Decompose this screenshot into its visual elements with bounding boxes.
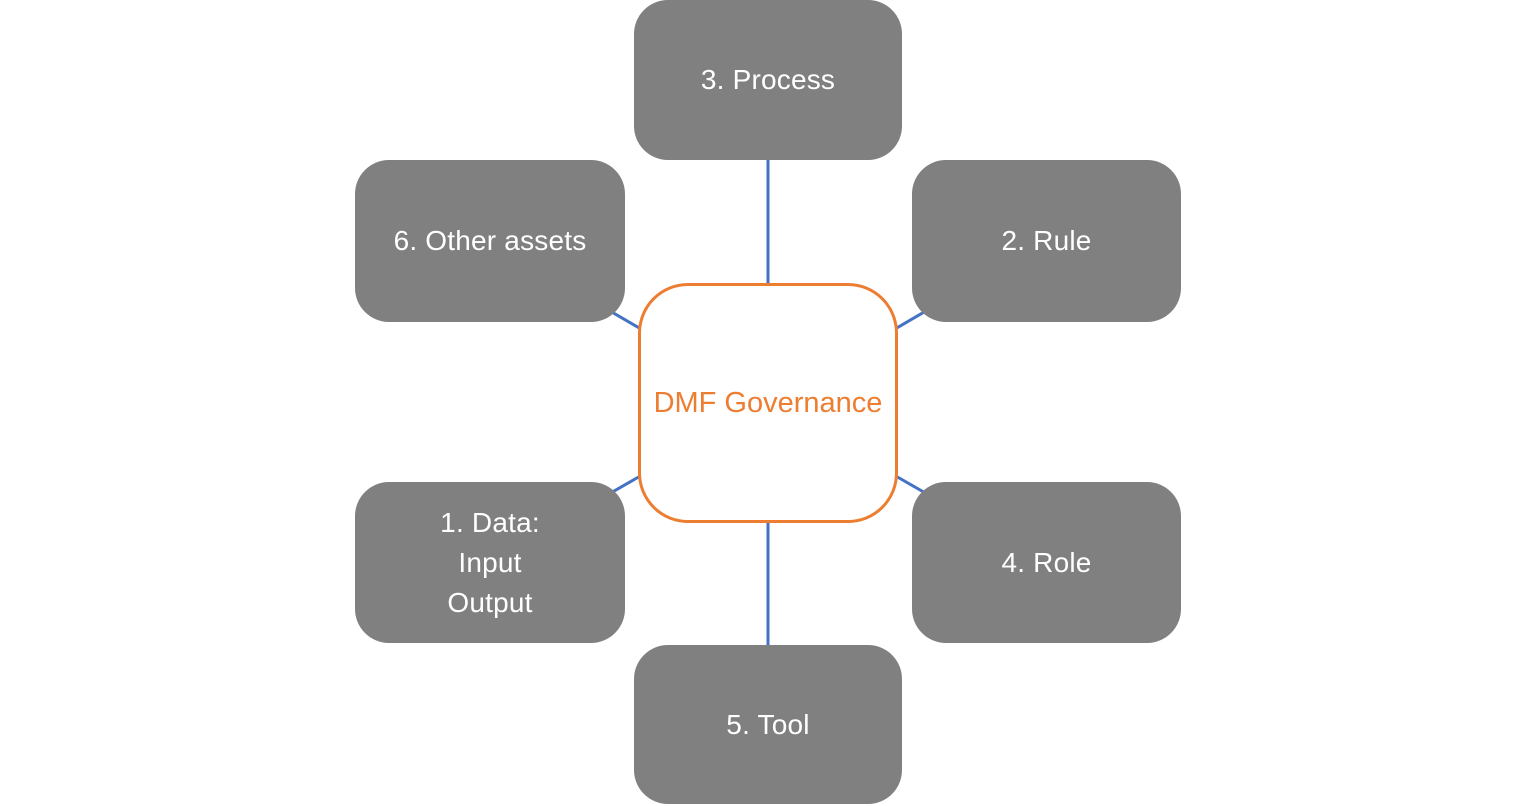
node-tool: 5. Tool xyxy=(634,645,902,804)
node-role-label: 4. Role xyxy=(1001,546,1092,578)
node-rule: 2. Rule xyxy=(912,160,1181,322)
node-data: 1. Data: Input Output xyxy=(355,482,625,643)
node-tool-label: 5. Tool xyxy=(726,708,810,740)
node-role: 4. Role xyxy=(912,482,1181,643)
node-other-assets: 6. Other assets xyxy=(355,160,625,322)
node-rule-label: 2. Rule xyxy=(1001,225,1092,256)
node-process-label: 3. Process xyxy=(700,64,836,95)
node-data-label: 1. Data: Input Output xyxy=(440,506,540,618)
node-dmf-governance-label: DMF Governance xyxy=(653,386,883,419)
node-other-assets-label: 6. Other assets xyxy=(393,225,587,256)
node-process: 3. Process xyxy=(634,0,902,160)
node-dmf-governance: DMF Governance xyxy=(638,283,898,523)
